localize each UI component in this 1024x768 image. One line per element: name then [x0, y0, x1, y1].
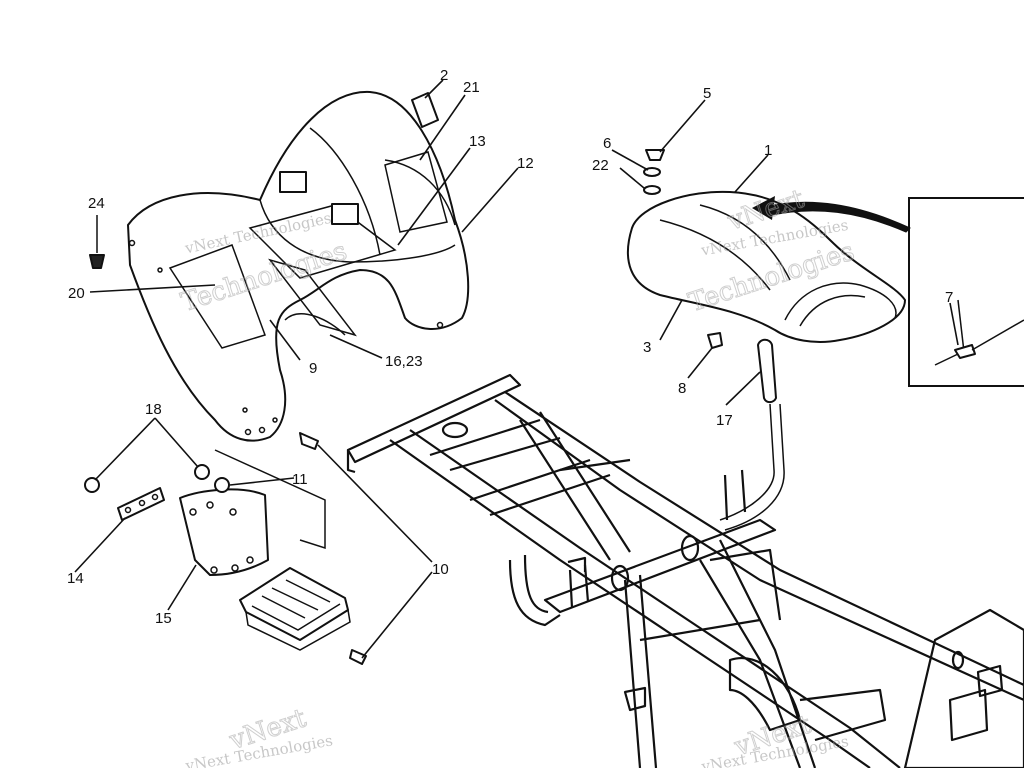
- seat: [626, 190, 906, 343]
- callout-15: 15: [155, 610, 172, 627]
- callout-labels: 2 21 13 12 5 6 22 1 3 8 17 7 24 20 9 16,…: [67, 67, 953, 627]
- foot-bracket: [239, 567, 351, 651]
- callout-11: 11: [292, 471, 308, 488]
- callout-22: 22: [592, 157, 609, 174]
- callout-7: 7: [945, 289, 953, 306]
- callout-17: 17: [716, 412, 733, 429]
- callout-3: 3: [643, 339, 651, 356]
- screw-24: [89, 215, 105, 269]
- callout-6: 6: [603, 135, 611, 152]
- callout-14: 14: [67, 570, 84, 587]
- callout-18: 18: [145, 401, 162, 418]
- callout-12: 12: [517, 155, 534, 172]
- callout-20: 20: [68, 285, 85, 302]
- callout-5: 5: [703, 85, 711, 102]
- callout-10: 10: [432, 561, 449, 578]
- mud-flap-assembly: [84, 432, 367, 665]
- seat-fasteners: [643, 149, 723, 349]
- grab-bar: [719, 338, 785, 531]
- callout-24: 24: [88, 195, 105, 212]
- callout-13: 13: [469, 133, 486, 150]
- callout-21: 21: [463, 79, 480, 96]
- callout-8: 8: [678, 380, 686, 397]
- leader-lines: [74, 79, 959, 659]
- frame: [346, 373, 1024, 768]
- callout-16-23: 16,23: [385, 353, 423, 370]
- rubber-block: [331, 203, 359, 225]
- watermarks: vNext Technologies Technologies vNext Te…: [177, 183, 858, 768]
- small-decal: [411, 92, 439, 128]
- pointer-arrowhead: [752, 196, 775, 220]
- callout-9: 9: [309, 360, 317, 377]
- callout-2: 2: [440, 67, 448, 84]
- rubber-block: [279, 171, 307, 193]
- rear-fender: [127, 90, 470, 442]
- callout-1: 1: [764, 142, 772, 159]
- inset-detail: [908, 197, 1024, 387]
